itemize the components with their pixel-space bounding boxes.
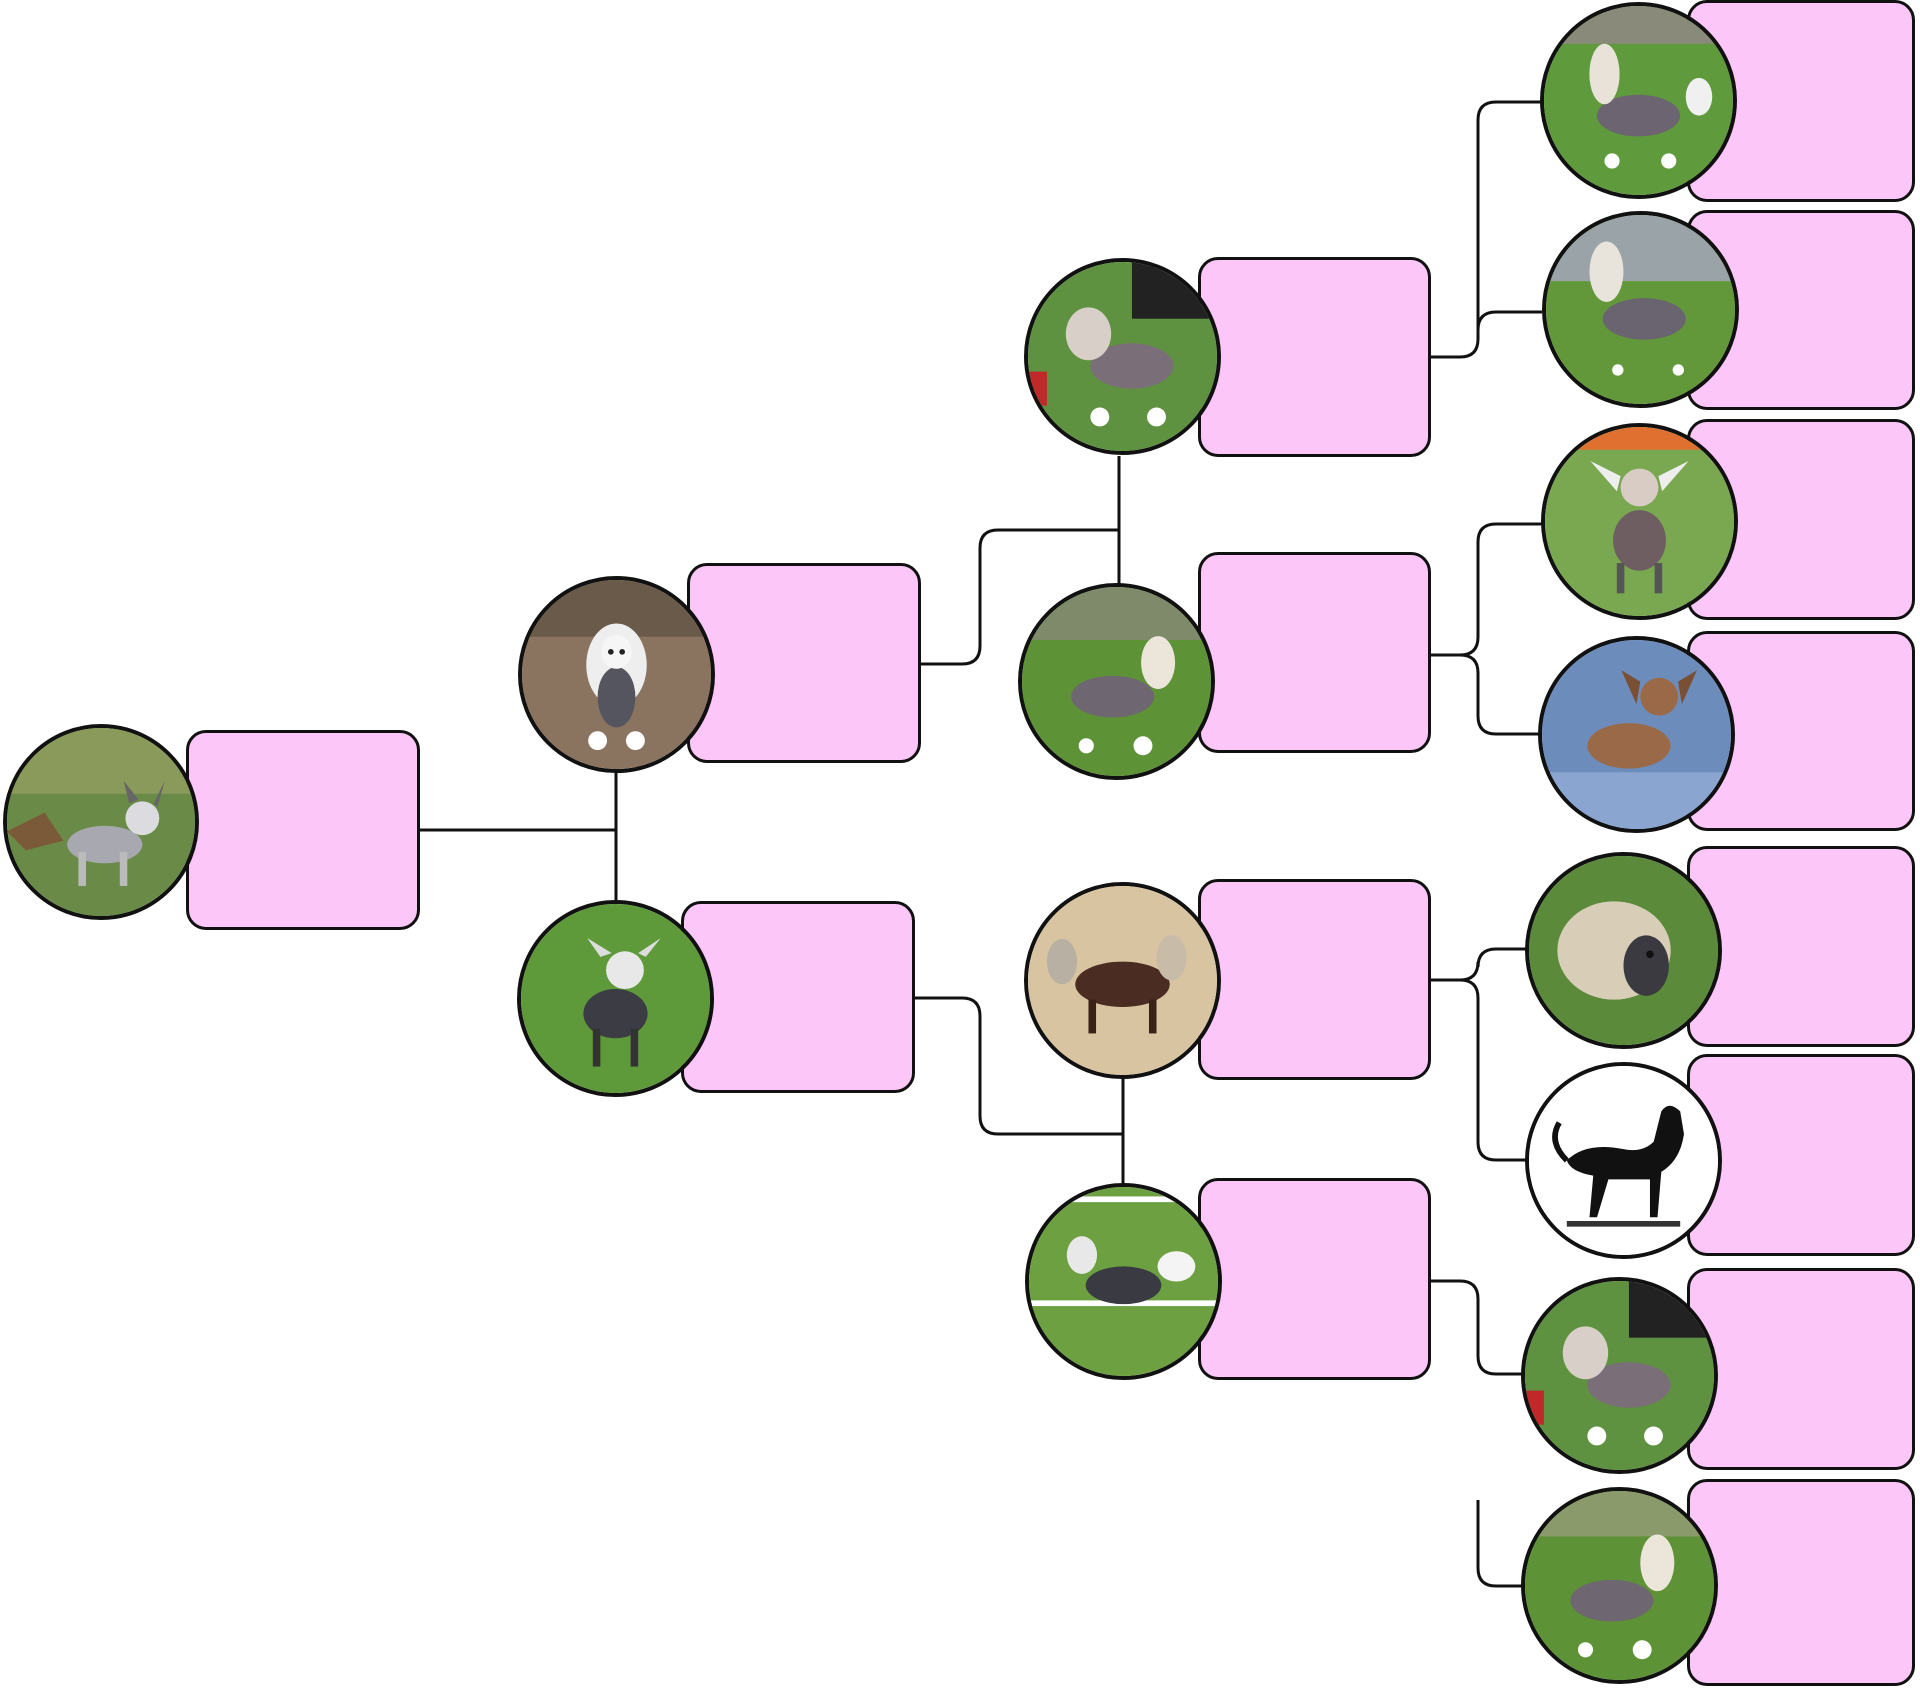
- dog-dark-crested-photo-icon: [521, 904, 710, 1093]
- photo-dam: [517, 900, 714, 1097]
- dog-crested-handler-photo-icon: [1525, 1281, 1714, 1470]
- dog-brown-crested-indoor-photo-icon: [1542, 640, 1731, 829]
- photo-ggp-5: [1525, 852, 1722, 1049]
- connector-ss-to-ggp: [1430, 100, 1542, 359]
- connector-sire-to-grandparents: [920, 456, 1121, 666]
- dog-crested-standing-photo-icon: [1525, 1491, 1714, 1680]
- connector-sd-to-ggp: [1430, 522, 1542, 736]
- label-box-sire-dam: [1198, 552, 1431, 753]
- photo-ggp-1: [1540, 2, 1737, 199]
- photo-ggp-3: [1541, 423, 1738, 620]
- dog-white-crested-photo-icon: [522, 580, 711, 769]
- photo-sire: [518, 576, 715, 773]
- label-box-dam-sire: [1198, 879, 1431, 1080]
- photo-ggp-6: [1525, 1062, 1722, 1259]
- label-box-dam-dam: [1198, 1178, 1431, 1380]
- photo-dam-dam: [1025, 1183, 1222, 1380]
- photo-ggp-8: [1521, 1487, 1718, 1684]
- dog-crested-show-ring-photo-icon: [1029, 1187, 1218, 1376]
- label-box-ggp-8: [1687, 1479, 1915, 1686]
- label-box-ggp-5: [1687, 846, 1915, 1047]
- photo-sire-sire: [1024, 258, 1221, 455]
- dog-crested-front-photo-icon: [1545, 427, 1734, 616]
- dog-crested-head-photo-icon: [1529, 856, 1718, 1045]
- photo-dam-sire: [1024, 882, 1221, 1079]
- photo-sire-dam: [1018, 583, 1215, 780]
- photo-ggp-7: [1521, 1277, 1718, 1474]
- dog-crested-outdoor-photo-icon: [1546, 215, 1735, 404]
- label-box-dam: [681, 901, 915, 1093]
- dog-crested-handler-photo-icon: [1028, 262, 1217, 451]
- dog-brown-crested-photo-icon: [1028, 886, 1217, 1075]
- dog-crested-standing-photo-icon: [1022, 587, 1211, 776]
- photo-ggp-4: [1538, 636, 1735, 833]
- label-box-sire-sire: [1198, 257, 1431, 457]
- dog-crested-grass-photo-icon: [1544, 6, 1733, 195]
- label-box-ggp-7: [1687, 1268, 1915, 1470]
- label-box-ggp-6: [1687, 1054, 1915, 1256]
- dog-silhouette-illustration-icon: [1529, 1066, 1718, 1255]
- connector-dd-to-ggp: [1430, 1279, 1528, 1588]
- label-box-sire: [687, 563, 921, 763]
- dog-puppy-photo-icon: [7, 728, 195, 916]
- photo-ggp-2: [1542, 211, 1739, 408]
- connector-ds-to-ggp: [1430, 947, 1528, 1162]
- connector-dam-to-grandparents: [915, 996, 1125, 1193]
- label-box-subject: [186, 730, 420, 930]
- photo-subject: [3, 724, 199, 920]
